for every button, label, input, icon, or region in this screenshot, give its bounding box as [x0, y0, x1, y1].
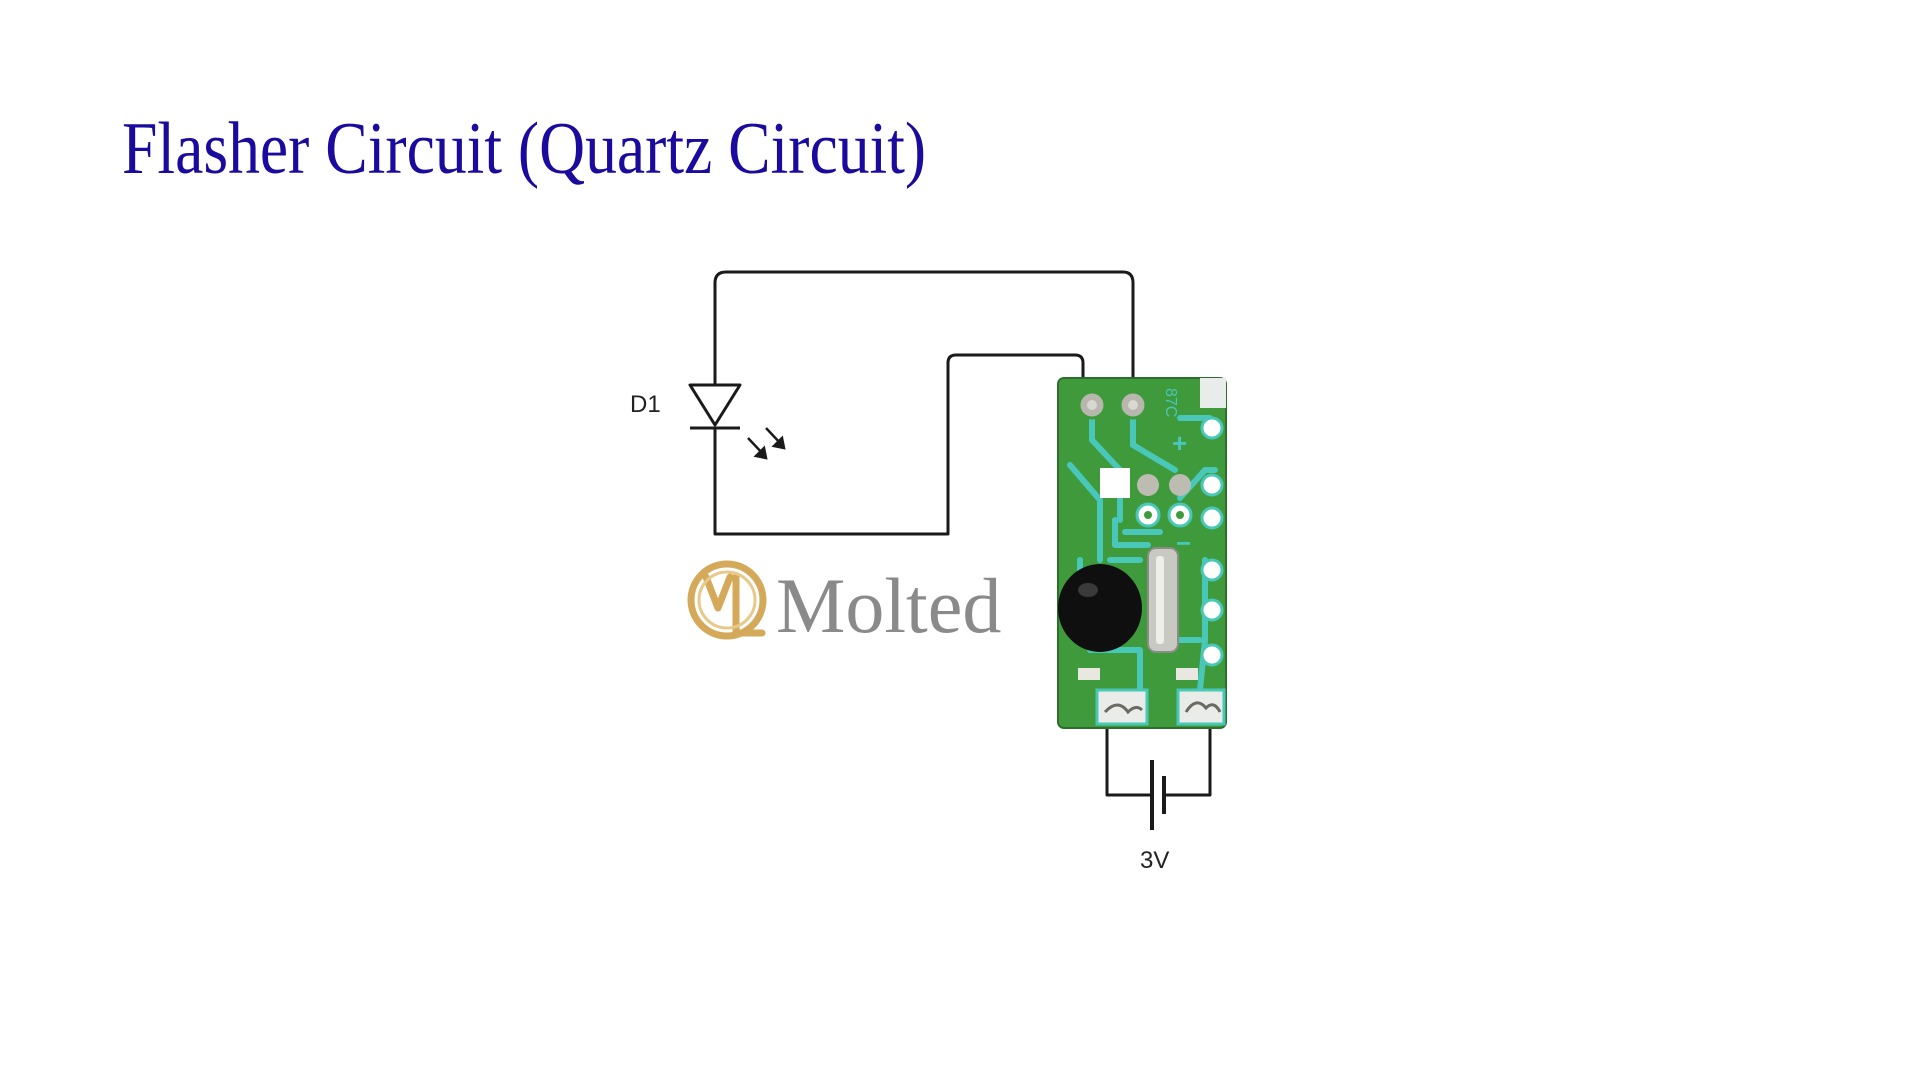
wire-battery-right — [1162, 726, 1212, 797]
pcb-quartz-shine — [1156, 556, 1164, 644]
light-arrows-icon — [747, 427, 786, 460]
slide-title: Flasher Circuit (Quartz Circuit) — [122, 108, 927, 190]
pcb-ic-highlight — [1078, 583, 1098, 597]
pcb-top-pads — [1077, 390, 1148, 420]
watermark: Molted — [687, 560, 1001, 649]
pcb-middle-pads — [1135, 474, 1193, 528]
led-symbol — [688, 383, 786, 460]
pcb-white-corner — [1200, 378, 1226, 408]
led-triangle — [688, 383, 742, 427]
wire-led-cathode — [713, 353, 1085, 536]
watermark-text: Molted — [776, 562, 1001, 649]
pcb-minus-mark: − — [1176, 528, 1191, 558]
pcb-smd-left — [1078, 668, 1100, 680]
battery-symbol — [1150, 760, 1166, 830]
pcb-square-pad — [1100, 468, 1130, 498]
led-label: D1 — [630, 391, 661, 418]
battery-label: 3V — [1140, 847, 1169, 874]
pcb-module: + − 87C — [1057, 377, 1227, 729]
pcb-smd-right — [1176, 668, 1198, 680]
pcb-edge-holes — [1200, 416, 1224, 667]
pcb-battery-pads — [1095, 688, 1226, 726]
wire-top-loop — [713, 270, 1135, 387]
pcb-ic-blob — [1058, 564, 1142, 652]
pcb-plus-mark: + — [1172, 428, 1187, 458]
wire-battery-left — [1105, 726, 1154, 797]
molted-logo-icon — [687, 560, 767, 640]
circuit-wires — [713, 270, 1212, 797]
pcb-board-code: 87C — [1162, 388, 1179, 417]
